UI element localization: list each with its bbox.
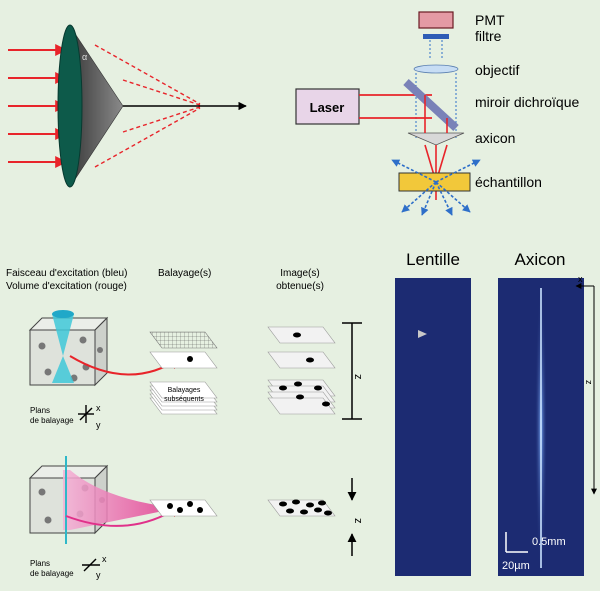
plans-label-1a: Plans — [30, 406, 50, 415]
axicon-illustration: α — [8, 24, 247, 189]
label-filtre: filtre — [475, 28, 502, 44]
laser-box — [295, 88, 360, 125]
label-miroir: miroir dichroïque — [475, 94, 579, 110]
laser-label: Laser — [310, 100, 345, 115]
axis-x-2: x — [102, 554, 107, 564]
z-range-bracket — [342, 322, 362, 420]
scan-plane-current — [149, 351, 218, 369]
objective-lens — [413, 64, 459, 74]
image-axes — [575, 283, 597, 495]
z-label-1: z — [352, 374, 364, 380]
incoming-rays — [8, 44, 68, 168]
header-axicon: Axicon — [514, 250, 565, 269]
dichroic-mirror — [403, 79, 459, 131]
column-headers: Faisceau d'excitation (bleu) Volume d'ex… — [6, 268, 324, 292]
bessel-volume — [63, 470, 178, 530]
axis-y-2: y — [96, 570, 101, 580]
label-axicon: axicon — [475, 130, 515, 146]
plans-label-2b: de balayage — [30, 569, 74, 578]
refracted-rays — [94, 44, 201, 168]
scan-axes-1 — [78, 405, 94, 423]
z-label-2: z — [352, 518, 364, 524]
beam-images: Lentille Axicon x z 0.5mm 20µm — [395, 250, 597, 576]
scale-bar — [505, 532, 528, 553]
lentille-image — [395, 278, 471, 576]
axicon-angle-label: α — [82, 52, 87, 62]
header-col3-line2: obtenue(s) — [276, 281, 324, 292]
emission-arrows — [391, 159, 481, 216]
plans-label-1b: de balayage — [30, 416, 74, 425]
image-axis-x: x — [578, 274, 583, 284]
header-col1-line2: Volume d'excitation (rouge) — [6, 281, 127, 292]
row-axicon-scanning: z x y Plans de balayage — [28, 456, 364, 580]
image-axis-z: z — [584, 380, 594, 385]
header-col2: Balayage(s) — [158, 268, 211, 279]
scale-label-mm: 0.5mm — [532, 536, 566, 548]
label-objectif: objectif — [475, 62, 519, 78]
scale-label-um: 20µm — [502, 560, 530, 572]
axis-x-1: x — [96, 403, 101, 413]
header-lentille: Lentille — [406, 250, 460, 269]
sample-cube-1 — [28, 310, 109, 387]
axicon-element — [407, 132, 465, 146]
filter-element — [423, 34, 449, 39]
scan-axes-2 — [82, 558, 100, 572]
plans-label-2a: Plans — [30, 559, 50, 568]
header-col1-line1: Faisceau d'excitation (bleu) — [6, 268, 127, 279]
axis-y-1: y — [96, 420, 101, 430]
label-pmt: PMT — [475, 12, 505, 28]
optical-setup: Laser PMT filtre objectif miroir dichroï… — [295, 11, 579, 216]
obtained-images-stack — [267, 326, 336, 415]
row-lens-scanning: Balayages subséquents z — [28, 310, 364, 430]
scan-plane-grid — [149, 331, 218, 349]
axicon-base — [57, 24, 83, 188]
pmt-box — [418, 11, 454, 29]
subsequent-label-2: subséquents — [164, 396, 204, 403]
label-echantillon: échantillon — [475, 174, 542, 190]
sample-cube-2 — [28, 456, 178, 544]
header-col3-line1: Image(s) — [280, 268, 319, 279]
bessel-line-core — [540, 288, 542, 568]
lentille-focus-marker — [418, 330, 427, 338]
scan-plane-axicon — [149, 499, 218, 517]
subsequent-label-1: Balayages — [168, 387, 201, 394]
subsequent-scans: Balayages subséquents — [149, 381, 218, 415]
focused-beam — [52, 314, 74, 383]
